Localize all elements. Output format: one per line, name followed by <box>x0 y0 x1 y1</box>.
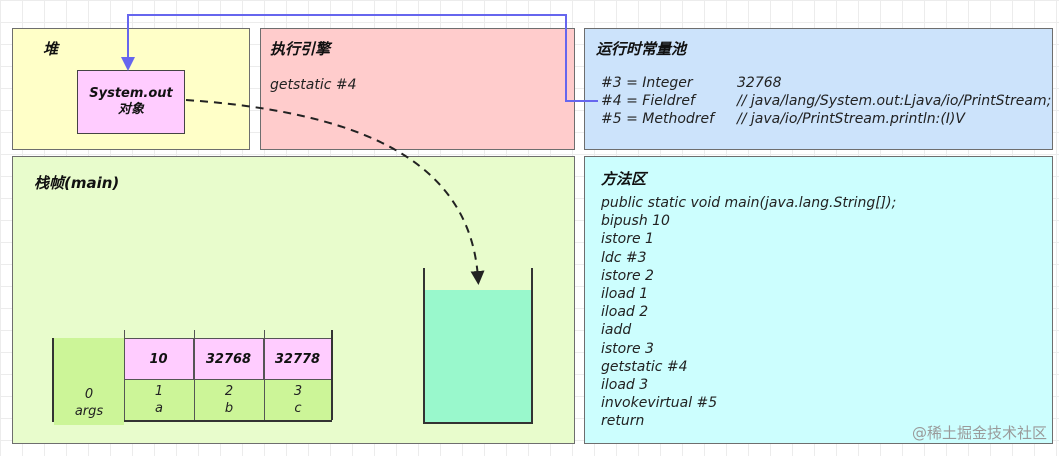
constant-pool-row: #5 = Methodref // java/io/PrintStream.pr… <box>601 111 1051 129</box>
slot-variable-name: args <box>74 404 104 419</box>
slot-index: 3 <box>293 384 303 399</box>
bytecode-line: iload 1 <box>601 285 649 302</box>
system-out-object-name: System.out <box>89 86 173 101</box>
local-variable-slot-2: 2 b <box>194 380 264 420</box>
slot-variable-name: c <box>294 401 302 416</box>
local-variable-slot-3: 3 c <box>264 380 332 420</box>
slot-index: 1 <box>154 384 164 399</box>
execution-engine-panel <box>260 28 575 150</box>
local-variable-table: 0 args 10 32768 32778 1 a 2 b 3 c <box>52 330 333 425</box>
constant-pool-row: #3 = Integer 32768 <box>601 75 1051 93</box>
bytecode-line: return <box>601 413 645 430</box>
slot-divider <box>264 338 265 420</box>
slot-index: 0 <box>84 387 94 402</box>
constant-pool-value: // java/io/PrintStream.println:(I)V <box>737 111 965 127</box>
constant-pool-key: #5 = Methodref <box>601 111 715 127</box>
local-variable-value: 10 <box>124 338 194 380</box>
slot-divider <box>194 330 195 338</box>
current-instruction: getstatic #4 <box>270 77 357 93</box>
constant-pool-title: 运行时常量池 <box>596 40 687 58</box>
method-area-panel <box>584 156 1053 444</box>
bytecode-line: public static void main(java.lang.String… <box>601 195 897 211</box>
local-variable-slot-1: 1 a <box>124 380 194 420</box>
bytecode-line: istore 2 <box>601 267 654 284</box>
constant-pool-value: 32768 <box>737 75 782 91</box>
local-variable-slot-0: 0 args <box>54 338 124 425</box>
bytecode-line: ldc #3 <box>601 249 647 266</box>
bytecode-line: invokevirtual #5 <box>601 395 718 412</box>
slot-divider <box>331 330 333 420</box>
watermark: @稀土掘金技术社区 <box>911 424 1047 442</box>
runtime-constant-pool-panel <box>584 28 1053 150</box>
bytecode-list: public static void main(java.lang.String… <box>601 194 896 430</box>
local-variable-value: 32778 <box>264 338 332 380</box>
operand-stack-fill <box>425 289 531 422</box>
system-out-object-label: 对象 <box>117 102 144 117</box>
method-area-title: 方法区 <box>601 170 647 188</box>
bytecode-line: iload 2 <box>601 304 649 321</box>
fieldref-reference-line <box>121 14 598 102</box>
stack-frame-title: 栈帧(main) <box>34 174 120 192</box>
slot-divider <box>124 330 125 338</box>
execution-engine-title: 执行引擎 <box>270 40 331 58</box>
slot-index: 2 <box>224 384 234 399</box>
constant-pool-row: #4 = Fieldref // java/lang/System.out:Lj… <box>601 93 1051 111</box>
slot-divider <box>194 338 195 420</box>
system-out-object: System.out 对象 <box>77 70 185 134</box>
slot-variable-name: a <box>155 401 163 416</box>
bytecode-line: iadd <box>601 322 632 339</box>
push-reference-arrow <box>185 99 485 285</box>
slot-divider <box>124 338 125 420</box>
constant-pool-key: #3 = Integer <box>601 75 693 91</box>
constant-pool-value: // java/lang/System.out:Ljava/io/PrintSt… <box>737 93 1052 109</box>
bytecode-line: getstatic #4 <box>601 358 688 375</box>
constant-pool-key: #4 = Fieldref <box>601 93 695 109</box>
slot-variable-name: b <box>224 401 234 416</box>
bytecode-line: bipush 10 <box>601 213 670 230</box>
operand-stack <box>423 268 533 424</box>
bytecode-line: iload 3 <box>601 376 649 393</box>
heap-title: 堆 <box>43 40 59 58</box>
local-variable-value: 32768 <box>194 338 264 380</box>
slot-divider <box>264 330 265 338</box>
bytecode-line: istore 3 <box>601 340 654 357</box>
bytecode-line: istore 1 <box>601 231 654 248</box>
